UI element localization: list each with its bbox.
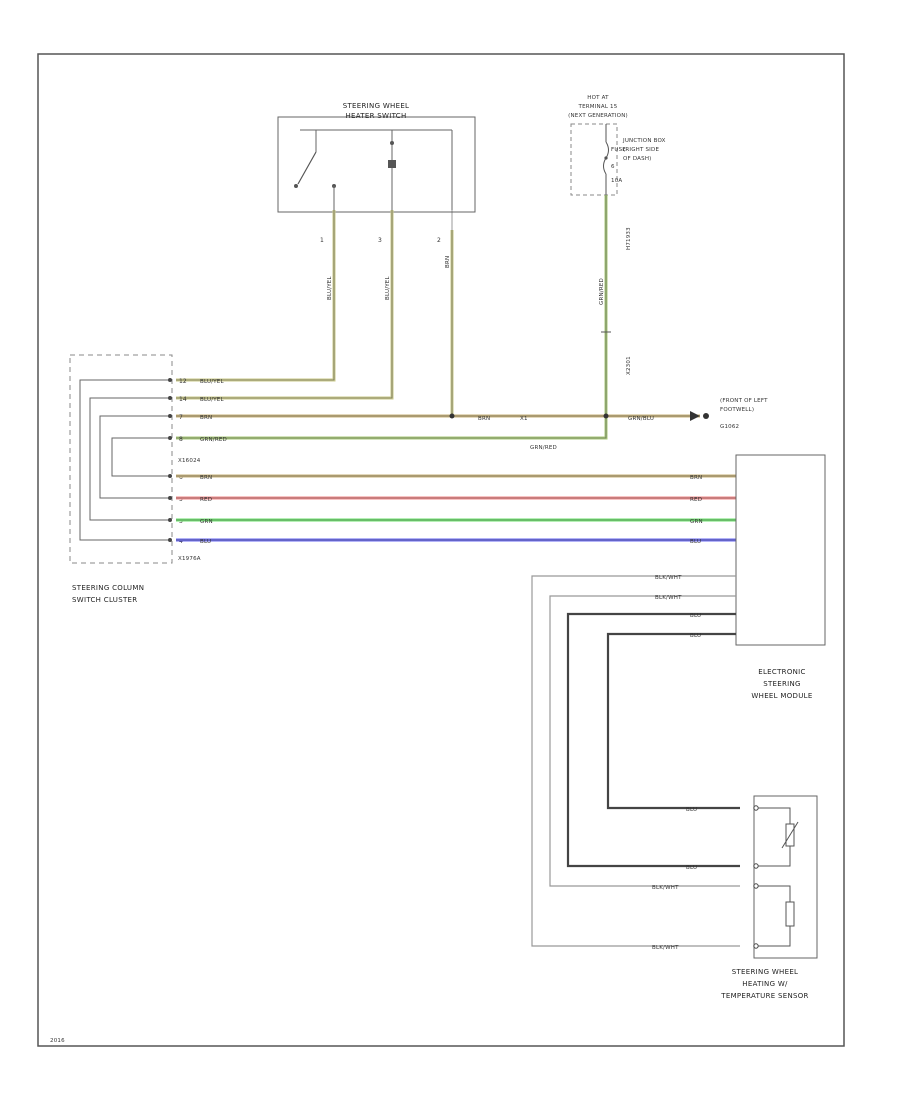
svg-text:TERMINAL 15: TERMINAL 15 [578,104,618,110]
svg-text:SWITCH CLUSTER: SWITCH CLUSTER [72,596,137,604]
wire-label-5r: RED [690,497,702,503]
svg-text:STEERING WHEEL: STEERING WHEEL [732,968,799,976]
heating-sensor-label: STEERING WHEEL HEATING W/ TEMPERATURE SE… [720,968,808,1000]
svg-text:OF DASH): OF DASH) [623,156,652,162]
label-blu-4: BLU [686,865,697,871]
column-pins [168,378,172,542]
esw-module [735,454,826,646]
svg-text:WHEEL MODULE: WHEEL MODULE [751,692,812,700]
ground-label: (FRONT OF LEFT FOOTWELL) G1062 [720,398,768,430]
svg-text:JUNCTION BOX: JUNCTION BOX [622,138,666,144]
column-switch-label: STEERING COLUMN SWITCH CLUSTER [72,584,144,604]
col-pin-7: 7 [179,414,183,421]
wire-label-6: BRN [200,475,212,481]
svg-text:TEMPERATURE SENSOR: TEMPERATURE SENSOR [720,992,808,1000]
column-switch-cluster [69,354,173,564]
wire-label-12: BLU/YEL [200,379,224,385]
heater-switch-label-2: HEATER SWITCH [345,112,406,120]
wire-switch-pin1 [176,210,336,382]
wire-blkwht-2 [549,595,740,887]
hot-conn-label: H71933 [626,227,632,250]
label-blkwht-4: BLK/WHT [652,945,679,951]
wire-sw2-label: BRN [445,256,451,268]
wire-blkwht-1 [531,575,740,947]
diagram-frame [37,53,845,1047]
column-internal-wiring [79,379,168,541]
svg-text:HEATING W/: HEATING W/ [742,980,788,988]
label-blu-3: BLU [686,807,697,813]
wire-label-5: RED [200,497,212,503]
switch-pin-1: 1 [320,237,324,244]
junction-box-label: JUNCTION BOX (RIGHT SIDE OF DASH) [622,138,666,162]
wire-label-4: BLU [200,539,211,545]
wire-label-3: GRN [200,519,213,525]
ground-arrow-icon [690,411,700,421]
label-blkwht-2: BLK/WHT [655,595,682,601]
col-pin-8: 8 [179,436,183,443]
brn-mid-label: BRN [478,416,490,422]
temp-sensor-icon [758,807,799,867]
col-pin-12: 12 [179,378,187,385]
svg-text:(RIGHT SIDE: (RIGHT SIDE [623,147,659,153]
label-blu-2: BLU [690,633,701,639]
wire-sw3-label: BLU/YEL [385,276,391,300]
wire-blu-1 [566,612,740,868]
column-conn-a: X16024 [178,458,201,464]
wire-label-3r: GRN [690,519,703,525]
fuse-icon [603,124,609,195]
fuse-rating: 10A [611,178,622,184]
svg-text:G1062: G1062 [720,424,739,430]
wire-label-4r: BLU [690,539,701,545]
svg-text:ELECTRONIC: ELECTRONIC [758,668,805,676]
ground-wire-label: GRN/BLU [628,416,654,422]
svg-text:(NEXT GENERATION): (NEXT GENERATION) [568,113,628,119]
svg-text:STEERING COLUMN: STEERING COLUMN [72,584,144,592]
ground-point-icon [703,413,709,419]
wire-hot-label: GRN/RED [599,278,605,305]
wire-blu-2 [606,632,740,810]
esw-module-label: ELECTRONIC STEERING WHEEL MODULE [751,668,812,700]
wire-sw1-label: BLU/YEL [327,276,333,300]
heater-switch-label-1: STEERING WHEEL [343,102,410,110]
wire-label-14: BLU/YEL [200,397,224,403]
label-blkwht-1: BLK/WHT [655,575,682,581]
junction-box [570,123,618,196]
svg-text:FOOTWELL): FOOTWELL) [720,407,754,413]
hot-conn2-label: X2301 [626,356,632,375]
wire-label-7: BRN [200,415,212,421]
label-blkwht-3: BLK/WHT [652,885,679,891]
svg-text:STEERING: STEERING [763,680,801,688]
svg-text:HOT AT: HOT AT [587,95,609,101]
fuse-label: FUSE [611,147,626,153]
heater-element-icon [758,885,795,947]
heater-switch: STEERING WHEEL HEATER SWITCH [277,102,476,213]
switch-pin-2: 2 [437,237,441,244]
svg-text:(FRONT OF LEFT: (FRONT OF LEFT [720,398,768,404]
wire-label-6r: BRN [690,475,702,481]
splice-label: X1 [520,416,528,422]
wire-switch-pin3 [176,210,394,400]
column-conn-b: X1976A [178,556,201,562]
hot-at-label: HOT AT TERMINAL 15 (NEXT GENERATION) [568,95,628,119]
grn-red-lower-label: GRN/RED [530,445,557,451]
heating-sensor [753,795,818,959]
col-pin-14: 14 [179,396,187,403]
wire-label-8: GRN/RED [200,437,227,443]
label-blu-1: BLU [690,613,701,619]
diagram-id: 2016 [50,1038,65,1044]
fuse-number: 6 [611,164,615,170]
switch-pin-3: 3 [378,237,382,244]
